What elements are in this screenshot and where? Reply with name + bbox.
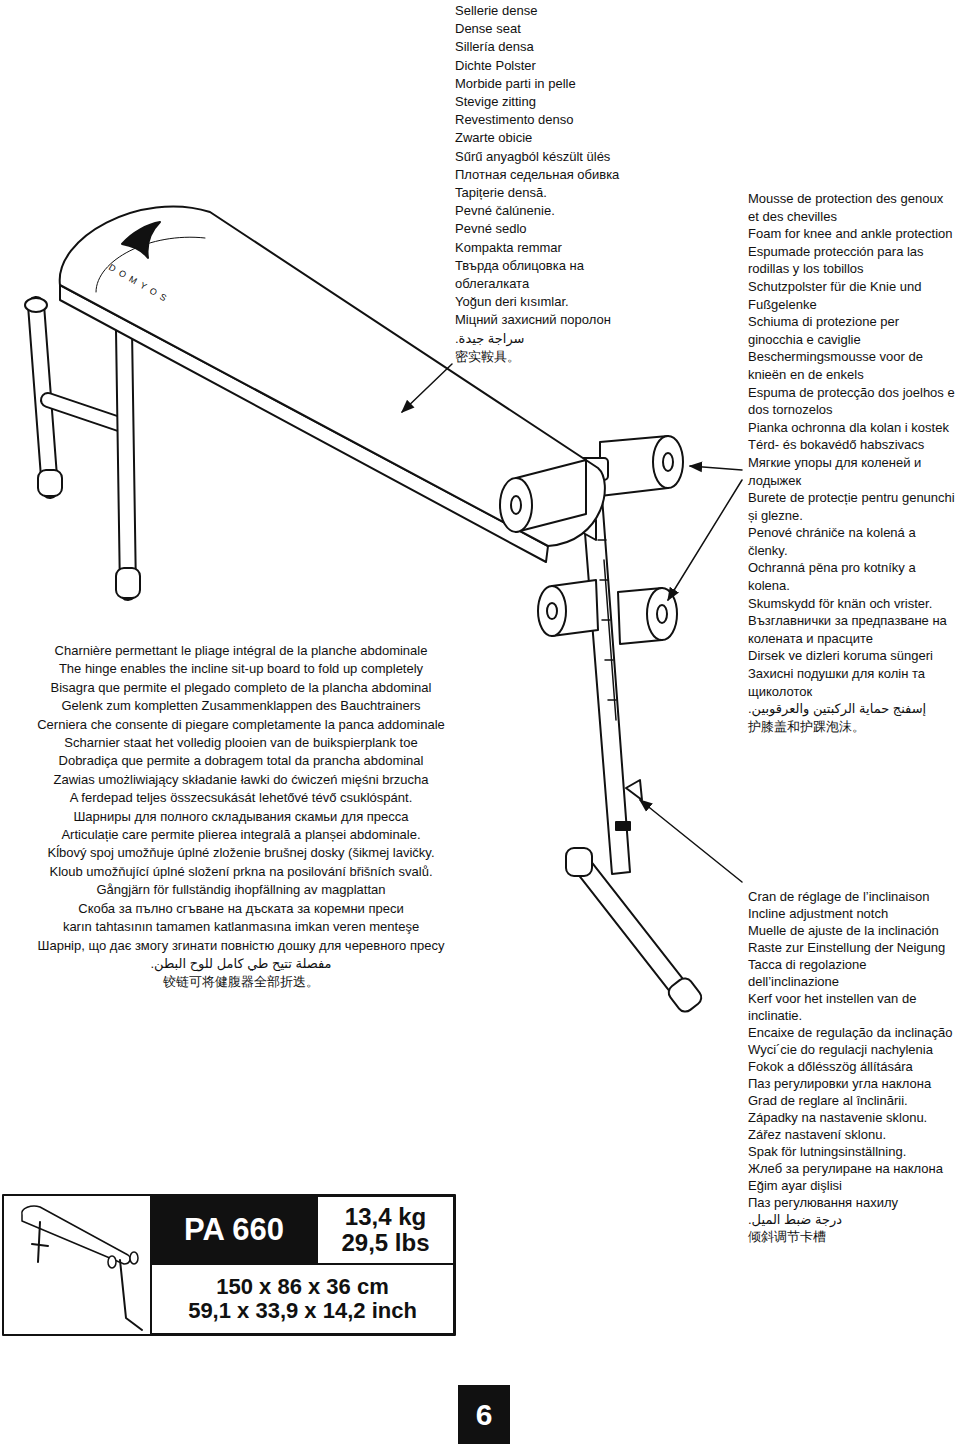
spec-text: 59,1 x 33,9 x 14,2 inch — [188, 1299, 417, 1323]
part-label: 密实鞍具。 — [455, 348, 660, 366]
hinge-callout: Charnière permettant le pliage intégral … — [4, 642, 478, 992]
part-label: Schutzpolster für die Knie und Fußgelenk… — [748, 278, 956, 313]
spec-text: 13,4 kg — [345, 1204, 426, 1230]
part-label: 护膝盖和护踝泡沫。 — [748, 718, 956, 736]
part-label: Morbide parti in pelle — [455, 75, 660, 93]
part-label: Шарнір, що дає змогу згинати повністю до… — [4, 937, 478, 955]
part-label: Espumade protección para las rodillas y … — [748, 243, 956, 278]
part-label: Foam for knee and ankle protection — [748, 225, 956, 243]
part-label: Zawias umożliwiający składanie ławki do … — [4, 771, 478, 789]
part-label: Паз регулювання нахилу — [748, 1194, 956, 1211]
part-label: Kerf voor het instellen van de inclinati… — [748, 990, 956, 1024]
part-label: Spak för lutningsinställning. — [748, 1143, 956, 1160]
spec-text: 150 x 86 x 36 cm — [216, 1275, 388, 1299]
part-label: مفصلة تتيح طي كامل للوح البطن. — [4, 955, 478, 973]
spec-text: 29,5 lbs — [341, 1230, 429, 1256]
part-label: Schiuma di protezione per ginocchia e ca… — [748, 313, 956, 348]
part-label: Stevige zitting — [455, 93, 660, 111]
spec-box — [3, 1195, 455, 1335]
part-label: Bisagra que permite el plegado completo … — [4, 679, 478, 697]
part-label: Плотная седельная обивка — [455, 166, 660, 184]
part-label: Eğim ayar dişlisi — [748, 1177, 956, 1194]
part-label: Dirsek ve dizleri koruma süngeri — [748, 647, 956, 665]
part-label: Cerniera che consente di piegare complet… — [4, 716, 478, 734]
part-label: Cran de réglage de l’inclinaison — [748, 888, 956, 905]
part-label: Beschermingsmousse voor de knieën en de … — [748, 348, 956, 383]
part-label: Твърда облицовка на облегалката — [455, 257, 660, 293]
seat-callout: Sellerie denseDense seatSillería densaDi… — [455, 2, 660, 366]
part-label: Dichte Polster — [455, 57, 660, 75]
part-label: Fokok a dőlésszög állítására — [748, 1058, 956, 1075]
page-number: 6 — [458, 1385, 510, 1444]
part-label: Мягкие упоры для коленей и лодыжек — [748, 454, 956, 489]
size-cell: 150 x 86 x 36 cm59,1 x 33,9 x 14,2 inch — [150, 1263, 455, 1335]
part-label: Revestimento denso — [455, 111, 660, 129]
part-label: Pianka ochronna dla kolan i kostek — [748, 419, 956, 437]
part-label: Penové chrániče na kolená a členky. — [748, 524, 956, 559]
part-label: Dobradiça que permite a dobragem total d… — [4, 752, 478, 770]
part-label: 倾斜调节卡槽 — [748, 1228, 956, 1245]
leader-line — [402, 364, 742, 882]
part-label: Шарниры для полного складывания скамьи д… — [4, 808, 478, 826]
part-label: Tapițerie densă. — [455, 184, 660, 202]
part-label: Pevné čalúnenie. — [455, 202, 660, 220]
rear-foot — [566, 848, 704, 1015]
part-label: Жлеб за регулиране на наклона — [748, 1160, 956, 1177]
foam-roller — [500, 460, 598, 636]
part-label: Incline adjustment notch — [748, 905, 956, 922]
part-label: Gångjärn för fullständig ihopfällning av… — [4, 881, 478, 899]
part-label: The hinge enables the incline sit-up boa… — [4, 660, 478, 678]
part-label: Скоба за пълно сгъване на дъската за кор… — [4, 900, 478, 918]
part-label: Pevné sedlo — [455, 220, 660, 238]
part-label: Západky na nastavenie sklonu. — [748, 1109, 956, 1126]
part-label: Raste zur Einstellung der Neigung — [748, 939, 956, 956]
part-label: Zwarte obicie — [455, 129, 660, 147]
part-label: Міцний захисний поролон — [455, 311, 660, 329]
part-label: Wyci´cie do regulacji nachylenia — [748, 1041, 956, 1058]
part-label: Възглавнички за предпазване на колената … — [748, 612, 956, 647]
notch-callout: Cran de réglage de l’inclinaisonIncline … — [748, 888, 956, 1245]
model-cell: PA 660 — [150, 1195, 318, 1265]
part-label: درجة ضبط الميل. — [748, 1211, 956, 1228]
foam-callout: Mousse de protection des genoux et des c… — [748, 190, 956, 735]
part-label: Sellerie dense — [455, 2, 660, 20]
part-label: سراجة جيدة. — [455, 330, 660, 348]
part-label: Articulație care permite plierea integra… — [4, 826, 478, 844]
part-label: Térd- és bokavédő habszivacs — [748, 436, 956, 454]
part-label: Burete de protecție pentru genunchi și g… — [748, 489, 956, 524]
part-label: Grad de reglare al înclinării. — [748, 1092, 956, 1109]
weight-cell: 13,4 kg29,5 lbs — [316, 1195, 455, 1265]
part-label: Kompakta remmar — [455, 239, 660, 257]
brand-logo — [122, 222, 160, 258]
part-label: Паз регулировки угла наклона — [748, 1075, 956, 1092]
part-label: Kĺbový spoj umožňuje úplné zloženie bruš… — [4, 844, 478, 862]
part-label: Mousse de protection des genoux et des c… — [748, 190, 956, 225]
part-label: Sillería densa — [455, 38, 660, 56]
part-label: Sűrű anyagból készült ülés — [455, 148, 660, 166]
spec-text: PA 660 — [184, 1213, 284, 1247]
part-label: Zářez nastavení sklonu. — [748, 1126, 956, 1143]
part-label: Захисні подушки для колін та щиколоток — [748, 665, 956, 700]
part-label: Ochranná pěna pro kotníky a kolena. — [748, 559, 956, 594]
part-label: Espuma de protecção dos joelhos e dos to… — [748, 384, 956, 419]
part-label: إسفنج حماية الركبتين والعرقوبين. — [748, 700, 956, 718]
part-label: 铰链可将健腹器全部折迭。 — [4, 973, 478, 991]
spec-text: 6 — [476, 1398, 493, 1431]
part-label: Tacca di regolazione dell’inclinazione — [748, 956, 956, 990]
part-label: Yoğun deri kısımlar. — [455, 293, 660, 311]
part-label: Kloub umožňující úplné složení prkna na … — [4, 863, 478, 881]
part-label: Dense seat — [455, 20, 660, 38]
part-label: Skumskydd för knän och vrister. — [748, 595, 956, 613]
foam-roller — [600, 436, 683, 644]
part-label: Gelenk zum kompletten Zusammenklappen de… — [4, 697, 478, 715]
part-label: Encaixe de regulação da inclinação — [748, 1024, 956, 1041]
part-label: karın tahtasının tamamen katlanmasına im… — [4, 918, 478, 936]
front-leg — [25, 298, 140, 598]
part-label: Scharnier staat het volledig plooien van… — [4, 734, 478, 752]
part-label: Charnière permettant le pliage intégral … — [4, 642, 478, 660]
part-label: Muelle de ajuste de la inclinación — [748, 922, 956, 939]
part-label: A ferdepad teljes összecsukását lehetővé… — [4, 789, 478, 807]
